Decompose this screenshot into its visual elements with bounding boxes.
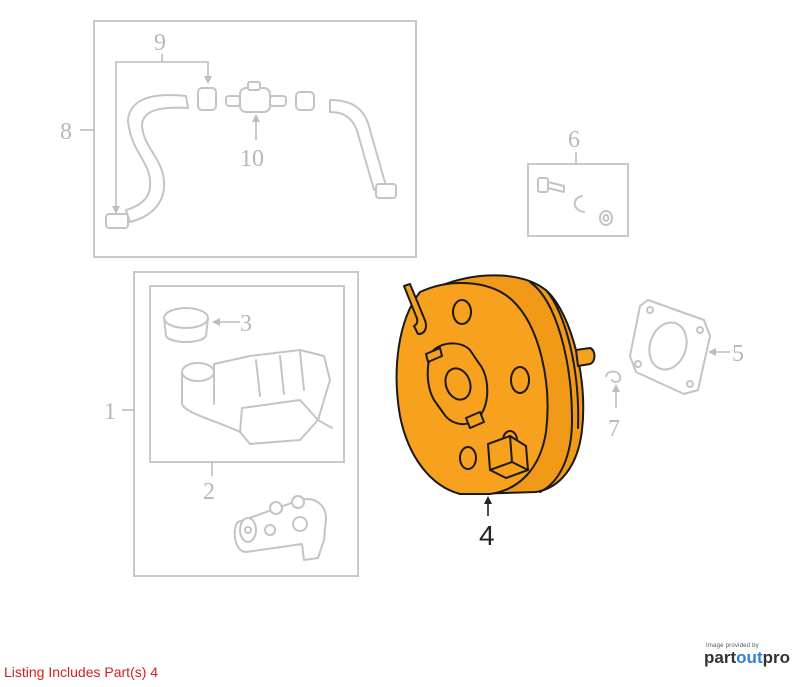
group-8-box	[93, 20, 417, 258]
booster-connector-edges	[489, 435, 529, 471]
listing-includes-note: Listing Includes Part(s) 4	[4, 664, 159, 680]
provider-brand-pro: pro	[762, 648, 790, 667]
hose-clamp-bottom	[105, 213, 129, 229]
callout-3-arrow-head	[212, 318, 220, 326]
booster-hole-3	[459, 446, 477, 470]
callout-7: 7	[608, 416, 620, 442]
booster-push-rod	[575, 347, 596, 367]
part-7-pin: 7	[605, 370, 622, 442]
booster-stud-1	[425, 347, 443, 363]
part-4-brake-booster: 4	[395, 274, 596, 551]
callout-9-leader	[115, 61, 209, 210]
callout-10-arrow-head	[252, 114, 260, 122]
booster-hole-2	[510, 366, 530, 394]
callout-8: 8	[60, 119, 72, 145]
booster-vacuum-port	[403, 283, 427, 335]
reservoir-cap	[163, 307, 209, 343]
callout-7-arrow-head	[612, 384, 620, 392]
booster-hole-1	[452, 299, 472, 325]
callout-4: 4	[479, 520, 495, 551]
group-1-master-cylinder: 1 3 2	[104, 271, 359, 577]
retaining-clip	[573, 195, 585, 213]
pin-shape	[605, 370, 622, 384]
provider-brand-part: part	[704, 648, 737, 667]
washer-hole	[602, 214, 610, 222]
hose-right-end-fitting	[375, 183, 397, 199]
callout-4-arrow-head	[484, 496, 492, 504]
booster-rim-ridge	[529, 281, 573, 493]
callout-5: 5	[732, 341, 744, 367]
bolt	[537, 177, 565, 193]
hose-left	[125, 94, 189, 223]
booster-stud-2	[465, 411, 485, 429]
booster-center-opening	[444, 367, 472, 401]
callout-3: 3	[240, 311, 252, 337]
callout-6: 6	[568, 127, 580, 153]
master-cylinder-body	[233, 495, 327, 561]
callout-5-arrow-head	[708, 348, 716, 356]
gasket-center-hole	[648, 321, 688, 371]
provider-brand-out: out	[736, 648, 763, 667]
provider-logo: partoutpro	[704, 649, 790, 667]
callout-2: 2	[203, 479, 215, 505]
group-6-hardware: 6	[527, 127, 629, 237]
group-6-box	[527, 163, 629, 237]
check-valve	[225, 81, 287, 113]
connector-upper	[197, 87, 217, 111]
hose-right	[329, 99, 387, 191]
group-1-box	[133, 271, 359, 577]
fluid-reservoir	[181, 349, 333, 445]
connector-right	[295, 91, 315, 111]
callout-9: 9	[154, 30, 166, 56]
callout-1: 1	[104, 399, 116, 425]
gasket-outline	[629, 299, 711, 395]
callout-9-arrow-head-left	[112, 206, 120, 214]
group-2-inner-box	[149, 285, 345, 463]
part-5-gasket: 5	[629, 299, 744, 395]
booster-rim-ridge-2	[545, 289, 580, 429]
callout-10: 10	[240, 146, 264, 172]
image-provider-credit: Image provided by partoutpro	[704, 643, 790, 667]
provider-caption: Image provided by	[706, 643, 759, 649]
group-8-hose-assembly: 8 9 10	[60, 20, 417, 258]
callout-9-arrow-head	[204, 76, 212, 84]
